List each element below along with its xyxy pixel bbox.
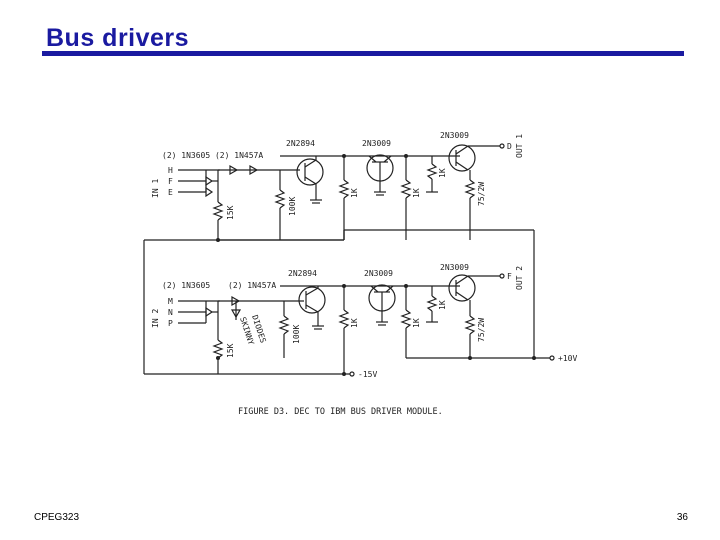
s2-out-label: OUT 2 — [515, 266, 524, 290]
s1-r-1k-b: 1K — [412, 188, 421, 198]
s2-t3-label: 2N3009 — [440, 263, 469, 272]
s2-r-in: 15K — [226, 343, 235, 358]
s1-r-b: 100K — [288, 197, 297, 216]
s2-pin-m: M — [168, 297, 173, 306]
s1-out-pin: D — [507, 142, 512, 151]
s1-r-1k-c: 1K — [438, 168, 447, 178]
supply-pos-label: +10V — [558, 354, 577, 363]
s2-diode-label-b: (2) 1N457A — [228, 281, 276, 290]
figure-caption: FIGURE D3. DEC TO IBM BUS DRIVER MODULE. — [238, 407, 443, 417]
s1-out-label: OUT 1 — [515, 134, 524, 158]
footer-page-number: 36 — [676, 512, 688, 523]
s1-t3-label: 2N3009 — [440, 131, 469, 140]
s2-out-pin: F — [507, 272, 512, 281]
s2-t2-label: 2N3009 — [364, 269, 393, 278]
s1-t2-label: 2N3009 — [362, 139, 391, 148]
s1-pin-e: E — [168, 188, 173, 197]
slide-title: Bus drivers — [46, 24, 190, 52]
s2-pin-n: N — [168, 308, 173, 317]
bus-driver-schematic: (2) 1N3605 (2) 1N457A 2N2894 2N3009 2N30… — [143, 131, 577, 417]
s1-t1-label: 2N2894 — [286, 139, 315, 148]
s2-r-b: 100K — [292, 325, 301, 344]
s1-pin-h: H — [168, 166, 173, 175]
s2-in-label: IN 2 — [151, 309, 160, 328]
title-underline — [42, 51, 684, 56]
s1-in-label: IN 1 — [151, 179, 160, 198]
supply-neg-label: -15V — [358, 370, 377, 379]
s2-r-1k-a: 1K — [350, 318, 359, 328]
stage-2 — [178, 273, 555, 377]
s2-r-out: 75/2W — [477, 318, 486, 342]
s1-pin-f: F — [168, 177, 173, 186]
s1-diode-label: (2) 1N3605 (2) 1N457A — [162, 151, 263, 160]
footer-course-code: CPEG323 — [34, 512, 80, 523]
s2-t1-label: 2N2894 — [288, 269, 317, 278]
s2-r-1k-c: 1K — [438, 300, 447, 310]
s2-pin-p: P — [168, 319, 173, 328]
s1-r-in: 15K — [226, 205, 235, 220]
s2-diode-label-a: (2) 1N3605 — [162, 281, 210, 290]
s1-r-1k-a: 1K — [350, 188, 359, 198]
s1-r-out: 75/2W — [477, 182, 486, 206]
s2-r-1k-b: 1K — [412, 318, 421, 328]
